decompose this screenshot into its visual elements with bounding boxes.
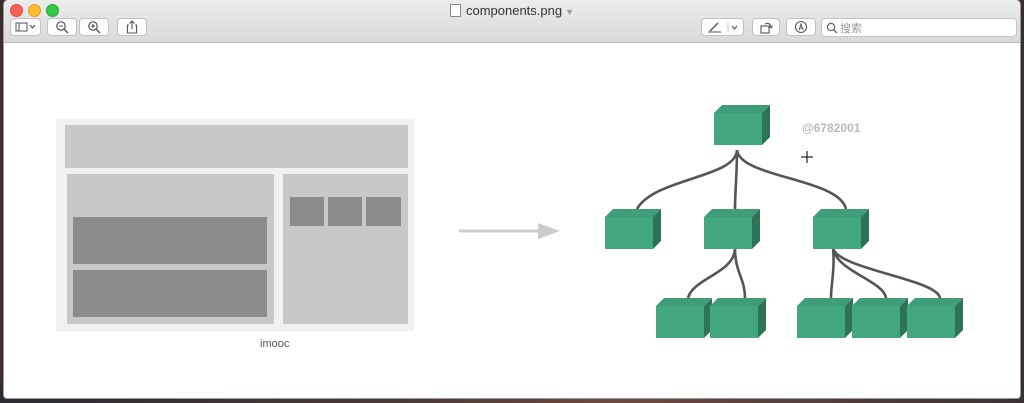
root-component-cube [714, 105, 770, 145]
search-field[interactable]: 搜索 [821, 18, 1017, 37]
search-icon [826, 22, 838, 33]
share-button[interactable] [117, 18, 147, 36]
page-layout-wireframe [56, 119, 414, 331]
close-button[interactable] [10, 4, 23, 17]
component-cubes [605, 105, 963, 338]
share-icon [126, 20, 138, 34]
leaf-component-cube [710, 298, 766, 338]
rotate-icon [760, 22, 773, 34]
window-title-area[interactable]: components.png▼ [4, 3, 1020, 19]
leaf-component-cube [797, 298, 853, 338]
leaf-component-cube [852, 298, 908, 338]
pen-icon [707, 22, 737, 33]
crosshair-cursor-icon [801, 151, 813, 163]
tree-connectors [635, 149, 942, 299]
child-component-cube [605, 209, 661, 249]
annotate-button[interactable] [786, 18, 816, 36]
rotate-button[interactable] [752, 18, 780, 36]
titlebar: components.png▼ [4, 0, 1020, 43]
leaf-component-cube [656, 298, 712, 338]
image-canvas: @6782001 imooc [4, 43, 1020, 398]
zoom-out-button[interactable] [47, 18, 77, 36]
preview-window: components.png▼ [4, 0, 1020, 398]
zoom-button[interactable] [46, 4, 59, 17]
child-component-cube [704, 209, 760, 249]
image-watermark: @6782001 [802, 121, 861, 135]
component-tree-illustration [56, 105, 963, 338]
minimize-button[interactable] [28, 4, 41, 17]
markup-circle-icon [794, 20, 808, 34]
sidebar-toggle-button[interactable] [10, 18, 41, 36]
image-caption: imooc [260, 338, 290, 350]
transform-arrow [459, 223, 560, 239]
sidebar-icon [15, 22, 35, 32]
zoom-in-button[interactable] [79, 18, 109, 36]
zoom-out-icon [56, 21, 69, 34]
leaf-component-cube [907, 298, 963, 338]
zoom-in-icon [88, 21, 101, 34]
window-title: components.png [465, 3, 563, 18]
markup-toolbar-button[interactable] [701, 18, 744, 36]
document-icon [449, 4, 461, 17]
search-placeholder: 搜索 [840, 22, 862, 35]
child-component-cube [813, 209, 869, 249]
chevron-down-icon: ▼ [565, 7, 575, 17]
